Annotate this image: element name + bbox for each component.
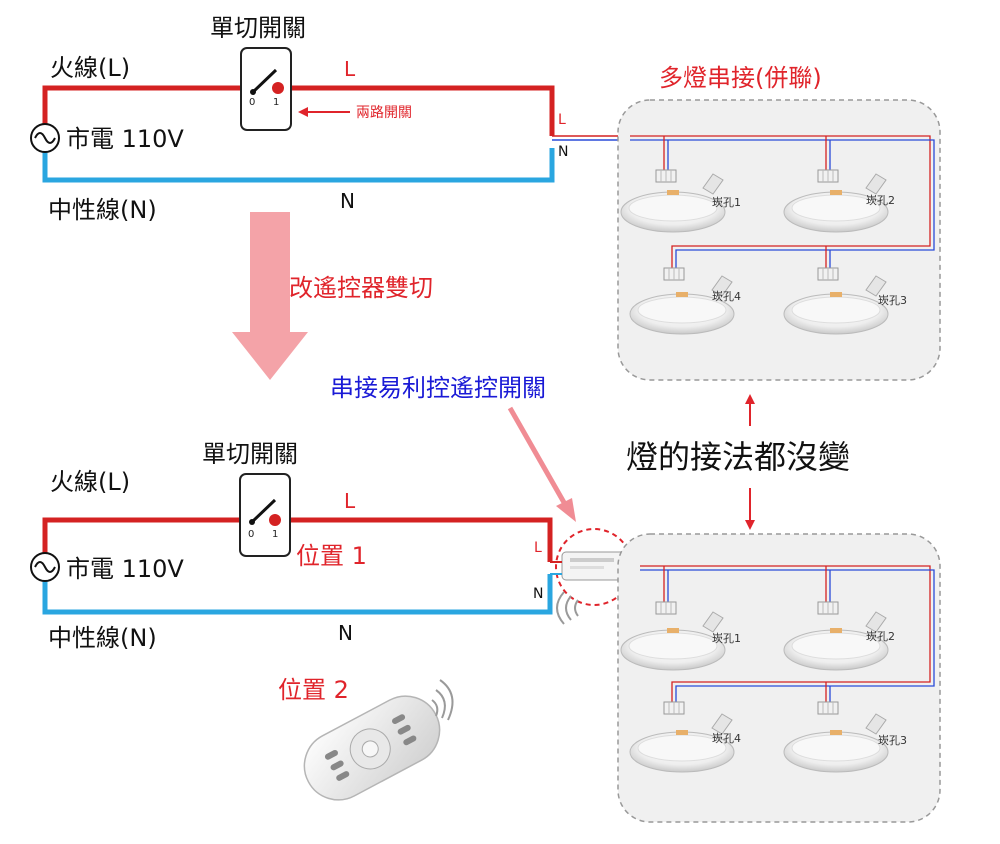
- top-wire-N: N: [340, 189, 355, 213]
- bottom-lamp-box: 崁孔1 崁孔2 崁孔4 崁孔3: [617, 533, 941, 823]
- bottom-switch-box: [239, 473, 291, 557]
- remote-signal-icon: [431, 679, 454, 721]
- position-2-label: 位置 2: [278, 676, 349, 704]
- bottom-switch-contact-icon: [269, 514, 281, 526]
- bottom-lamp-label-3: 崁孔3: [878, 734, 907, 747]
- receiver-signal-icon: [556, 591, 579, 625]
- bottom-live-label: 火線(L): [50, 468, 130, 496]
- remote-receiver-module-icon: [561, 551, 633, 581]
- remote-control-icon: [303, 695, 441, 801]
- bottom-wire-L: L: [344, 489, 356, 513]
- top-lamp-box: 多燈串接(併聯) 崁孔1 崁孔2 崁孔4 崁孔3: [617, 64, 941, 381]
- top-two-way-note: 兩路開關: [356, 105, 412, 121]
- lamps-unchanged-note: 燈的接法都沒變: [626, 438, 850, 476]
- arrow-note: 改遙控器雙切: [289, 274, 433, 302]
- bottom-circuit: 0 1 單切開關 火線(L) 市電 110V 中性線(N) L N L N 位置…: [30, 440, 640, 652]
- bottom-neutral-wire: [42, 574, 553, 615]
- bottom-live-wire: [42, 517, 553, 562]
- top-lamp-label-2: 崁孔2: [866, 194, 895, 207]
- multi-lamp-title: 多燈串接(併聯): [659, 64, 822, 92]
- transition-arrow: 改遙控器雙切: [232, 212, 433, 380]
- top-circuit: 0 1 兩路開關 單切開關 火線(L) 市電 110V 中性線(N) L N L…: [30, 14, 630, 224]
- top-wire-L-small: L: [558, 112, 566, 128]
- bottom-wire-L-small: L: [534, 540, 542, 556]
- top-switch-pos-0: 0: [249, 97, 255, 108]
- top-switch-pos-1: 1: [273, 97, 279, 108]
- bottom-lamp-label-2: 崁孔2: [866, 630, 895, 643]
- top-wire-L: L: [344, 57, 356, 81]
- top-live-label: 火線(L): [50, 54, 130, 82]
- position-1-label: 位置 1: [296, 542, 367, 570]
- top-switch-contact-icon: [272, 82, 284, 94]
- top-live-wire: [42, 85, 555, 136]
- top-mains-label: 市電 110V: [66, 125, 184, 153]
- top-switch-box: [240, 47, 292, 131]
- bottom-wire-N-small: N: [533, 586, 543, 602]
- bottom-switch-pos-1: 1: [272, 529, 278, 540]
- bottom-wire-N: N: [338, 621, 353, 645]
- unchanged-note-group: 燈的接法都沒變: [626, 394, 850, 530]
- top-switch-title: 單切開關: [210, 14, 306, 42]
- top-lamp-label-1: 崁孔1: [712, 196, 741, 209]
- bottom-switch-pos-0: 0: [248, 529, 254, 540]
- top-neutral-wire: [42, 148, 555, 183]
- bottom-switch-title: 單切開關: [202, 440, 298, 468]
- bottom-lamp-label-1: 崁孔1: [712, 632, 741, 645]
- controller-note: 串接易利控遙控開關: [330, 374, 546, 402]
- controller-pointer-arrow: [507, 406, 576, 522]
- top-wire-N-small: N: [558, 144, 568, 160]
- bottom-mains-label: 市電 110V: [66, 555, 184, 583]
- top-lamp-label-4: 崁孔4: [712, 290, 741, 303]
- bottom-neutral-label: 中性線(N): [48, 624, 157, 652]
- top-lamp-label-3: 崁孔3: [878, 294, 907, 307]
- top-neutral-label: 中性線(N): [48, 196, 157, 224]
- bottom-lamp-label-4: 崁孔4: [712, 732, 741, 745]
